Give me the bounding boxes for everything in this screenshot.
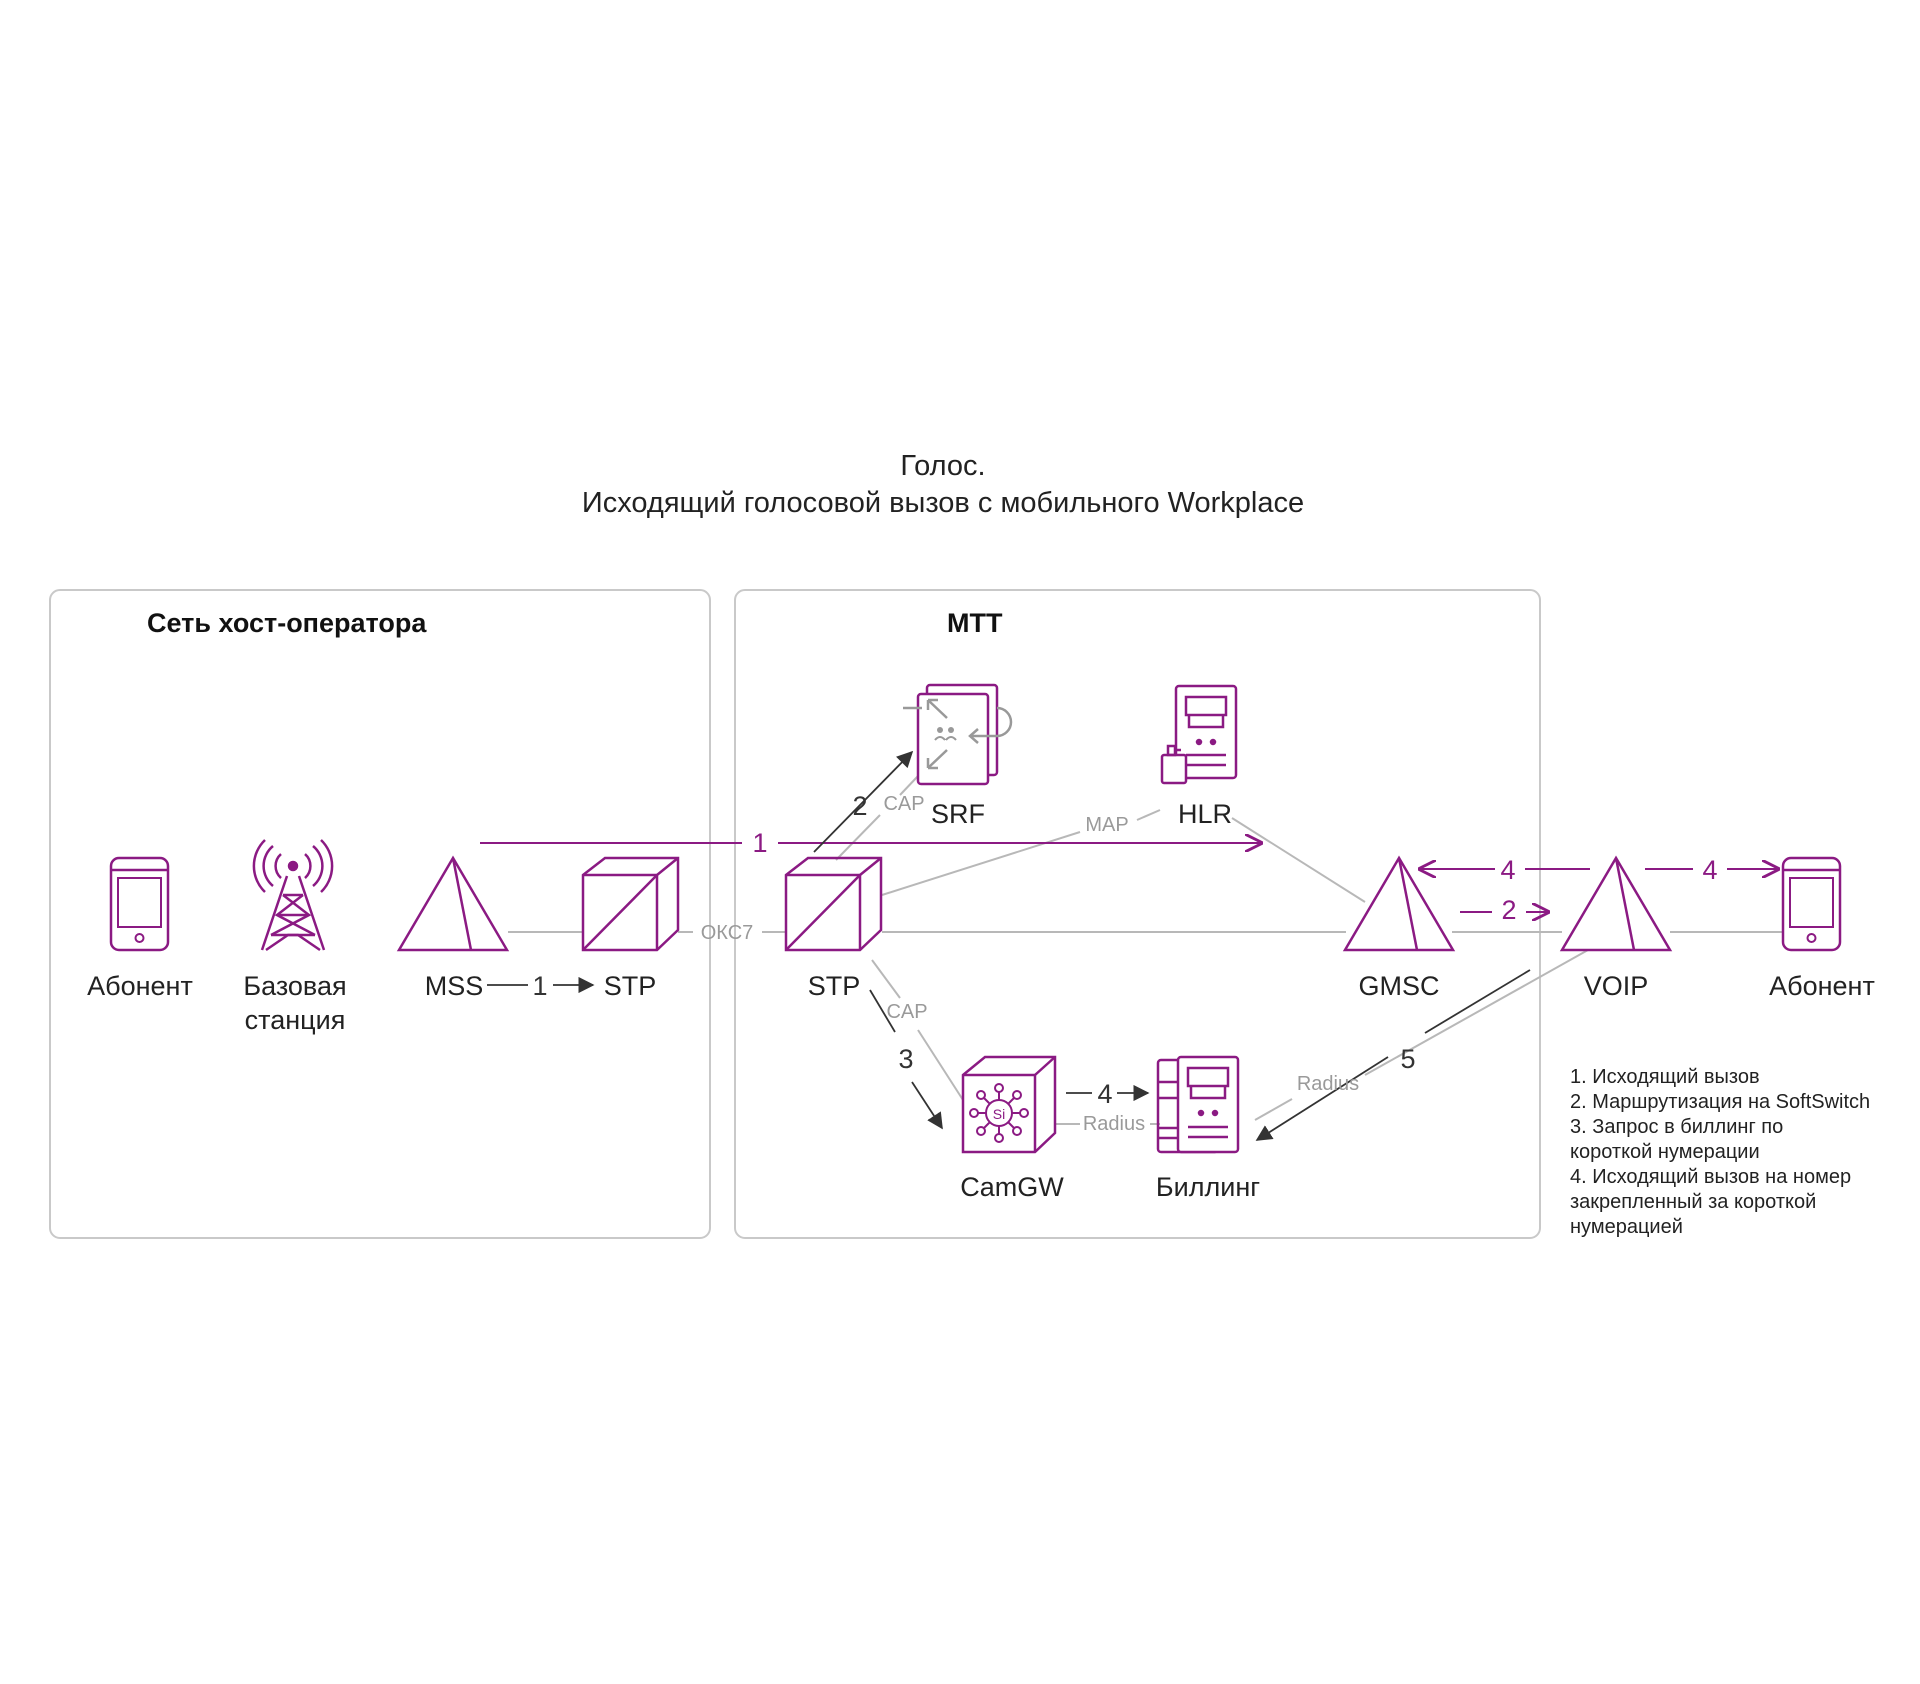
stp-left-cube-icon [581,856,680,952]
mobile-phone-icon [109,856,170,952]
stp-camgw-arrow-b [911,1081,943,1130]
host-operator-region [49,589,711,1239]
stp-mtt-cube-icon [784,856,883,952]
base-station-label-line2: станция [245,1005,346,1035]
legend-line: закрепленный за короткой [1570,1191,1816,1213]
gmsc-switch-icon [1342,855,1456,952]
okc7-protocol-label: ОКС7 [701,922,754,944]
connector-lines [508,775,1782,1125]
gmsc-voip-step-number: 2 [1501,895,1516,925]
voip-billing-arrow-a [1424,969,1531,1034]
camgw-step-number: 3 [898,1044,913,1074]
voip-switch-icon [1559,855,1673,952]
srf-step-number: 2 [852,791,867,821]
mtt-region [734,589,1541,1239]
camgw-billing-step-number: 4 [1097,1079,1112,1109]
mss-stp-step-number: 1 [532,971,547,1001]
stp-hlr-line-b [1136,809,1161,821]
legend-line: 3. Запрос в биллинг по [1570,1116,1783,1138]
stp-hlr-line-a [881,831,1081,896]
cap-srf-protocol-label: CAP [883,793,924,815]
main-call-step-number: 1 [752,828,767,858]
camgw-gateway-icon [961,1055,1057,1154]
hlr-database-icon [1160,684,1238,785]
subscriber-right-label: Абонент [1769,971,1875,1001]
mobile-phone-icon [1781,856,1842,952]
legend-line: 4. Исходящий вызов на номер [1570,1166,1851,1188]
srf-label: SRF [931,799,985,829]
diagram-title-line2: Исходящий голосовой вызов с мобильного W… [582,487,1304,519]
voip-subscriber-step-number: 4 [1702,855,1717,885]
purple-arrows [1420,869,1778,912]
voip-label: VOIP [1584,971,1649,1001]
voip-billing-line-b [1254,1098,1293,1121]
legend-line: нумерацией [1570,1216,1683,1238]
billing-label: Биллинг [1156,1172,1260,1202]
radius-camgw-protocol-label: Radius [1083,1113,1145,1135]
dark-arrows [487,750,1531,1141]
legend: 1. Исходящий вызов 2. Маршрутизация на S… [1570,1066,1870,1238]
mss-label: MSS [425,971,484,1001]
stp-mtt-label: STP [808,971,861,1001]
subscriber-left-label: Абонент [87,971,193,1001]
voip-billing-line-a [1364,949,1589,1076]
mtt-region-title: МТТ [947,608,1003,638]
stp-srf-arrow [813,750,914,853]
srf-server-icon [903,683,1013,786]
mss-switch-icon [396,855,510,952]
host-operator-region-title: Сеть хост-оператора [147,608,427,638]
stp-camgw-line-a [871,959,901,999]
voip-billing-arrow-b [1255,1056,1389,1141]
base-station-label-line1: Базовая [243,971,346,1001]
stp-srf-line-b [899,775,919,796]
cell-tower-icon [252,839,334,952]
hlr-gmsc-line [1231,817,1366,903]
voip-gmsc-step-number: 4 [1500,855,1515,885]
map-protocol-label: MAP [1085,814,1128,836]
voip-billing-step-number: 5 [1400,1044,1415,1074]
stp-left-label: STP [604,971,657,1001]
radius-voip-protocol-label: Radius [1297,1073,1359,1095]
cap-camgw-protocol-label: CAP [886,1001,927,1023]
hlr-label: HLR [1178,799,1232,829]
stp-camgw-line-b [917,1029,964,1101]
camgw-label: CamGW [960,1172,1064,1202]
legend-line: короткой нумерации [1570,1141,1760,1163]
gmsc-label: GMSC [1359,971,1440,1001]
stp-srf-line-a [835,814,881,861]
legend-line: 1. Исходящий вызов [1570,1066,1760,1088]
billing-server-icon [1156,1055,1240,1154]
legend-line: 2. Маршрутизация на SoftSwitch [1570,1091,1870,1113]
stp-camgw-arrow-a [869,989,896,1033]
camgw-icon-text: Si [993,1106,1005,1122]
diagram-title-line1: Голос. [900,450,985,482]
